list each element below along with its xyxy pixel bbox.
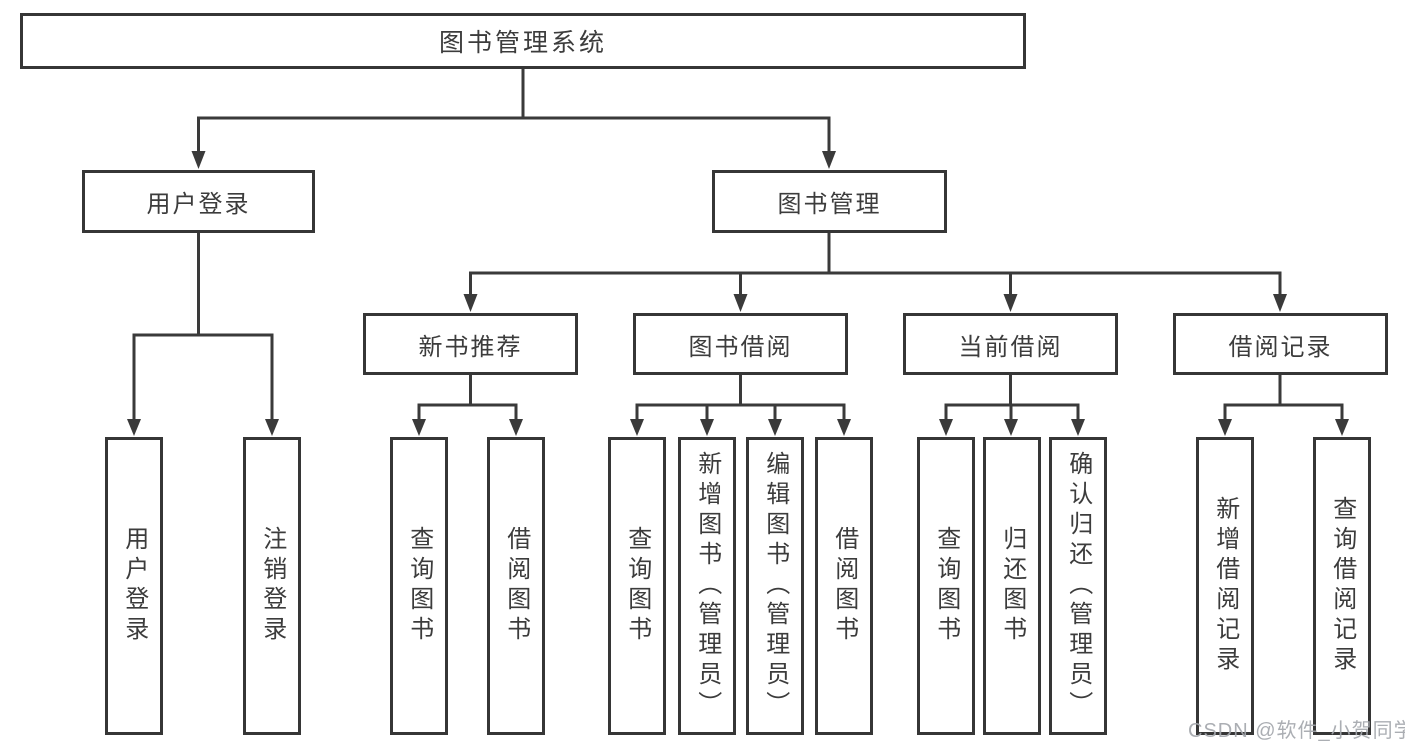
node-root-system-label: 图书管理系统 (438, 29, 607, 57)
node-book-borrowing-label: 图书借阅 (688, 333, 793, 361)
leaf-recommend-query-books-label: 查询图书 (405, 526, 433, 646)
watermark: CSDN @软件_小贺同学 (1188, 720, 1405, 742)
leaf-borrowing-query-books-label: 查询图书 (623, 526, 651, 646)
leaf-confirm-return-admin: 确认归还（管理员） (1049, 437, 1107, 735)
leaf-user-login-label: 用户登录 (120, 526, 148, 646)
node-user-login: 用户登录 (82, 170, 315, 233)
leaf-current-query-books-label: 查询图书 (932, 526, 960, 646)
node-borrowing-records-label: 借阅记录 (1228, 333, 1333, 361)
node-current-borrowing-label: 当前借阅 (958, 333, 1063, 361)
leaf-edit-books-admin: 编辑图书（管理员） (746, 437, 804, 735)
leaf-current-query-books: 查询图书 (917, 437, 975, 735)
leaf-return-books-label: 归还图书 (998, 526, 1026, 646)
leaf-add-books-admin-label: 新增图书（管理员） (693, 451, 721, 721)
leaf-logout: 注销登录 (243, 437, 301, 735)
leaf-borrow-books-label: 借阅图书 (830, 526, 858, 646)
node-book-management: 图书管理 (712, 170, 947, 233)
node-book-management-label: 图书管理 (777, 191, 882, 218)
leaf-recommend-query-books: 查询图书 (390, 437, 448, 735)
node-new-book-recommend-label: 新书推荐 (418, 333, 523, 361)
node-current-borrowing: 当前借阅 (903, 313, 1118, 375)
leaf-add-books-admin: 新增图书（管理员） (678, 437, 736, 735)
leaf-recommend-borrow-books: 借阅图书 (487, 437, 545, 735)
leaf-edit-books-admin-label: 编辑图书（管理员） (761, 451, 789, 721)
leaf-return-books: 归还图书 (983, 437, 1041, 735)
node-user-login-label: 用户登录 (146, 191, 251, 218)
leaf-add-borrow-record: 新增借阅记录 (1196, 437, 1254, 735)
leaf-recommend-borrow-books-label: 借阅图书 (502, 526, 530, 646)
node-root-system: 图书管理系统 (20, 13, 1026, 69)
node-book-borrowing: 图书借阅 (633, 313, 848, 375)
leaf-borrow-books: 借阅图书 (815, 437, 873, 735)
leaf-add-borrow-record-label: 新增借阅记录 (1211, 496, 1239, 676)
node-borrowing-records: 借阅记录 (1173, 313, 1388, 375)
leaf-user-login: 用户登录 (105, 437, 163, 735)
leaf-borrowing-query-books: 查询图书 (608, 437, 666, 735)
leaf-confirm-return-admin-label: 确认归还（管理员） (1064, 451, 1092, 721)
node-new-book-recommend: 新书推荐 (363, 313, 578, 375)
leaf-query-borrow-record: 查询借阅记录 (1313, 437, 1371, 735)
leaf-logout-label: 注销登录 (258, 526, 286, 646)
leaf-query-borrow-record-label: 查询借阅记录 (1328, 496, 1356, 676)
